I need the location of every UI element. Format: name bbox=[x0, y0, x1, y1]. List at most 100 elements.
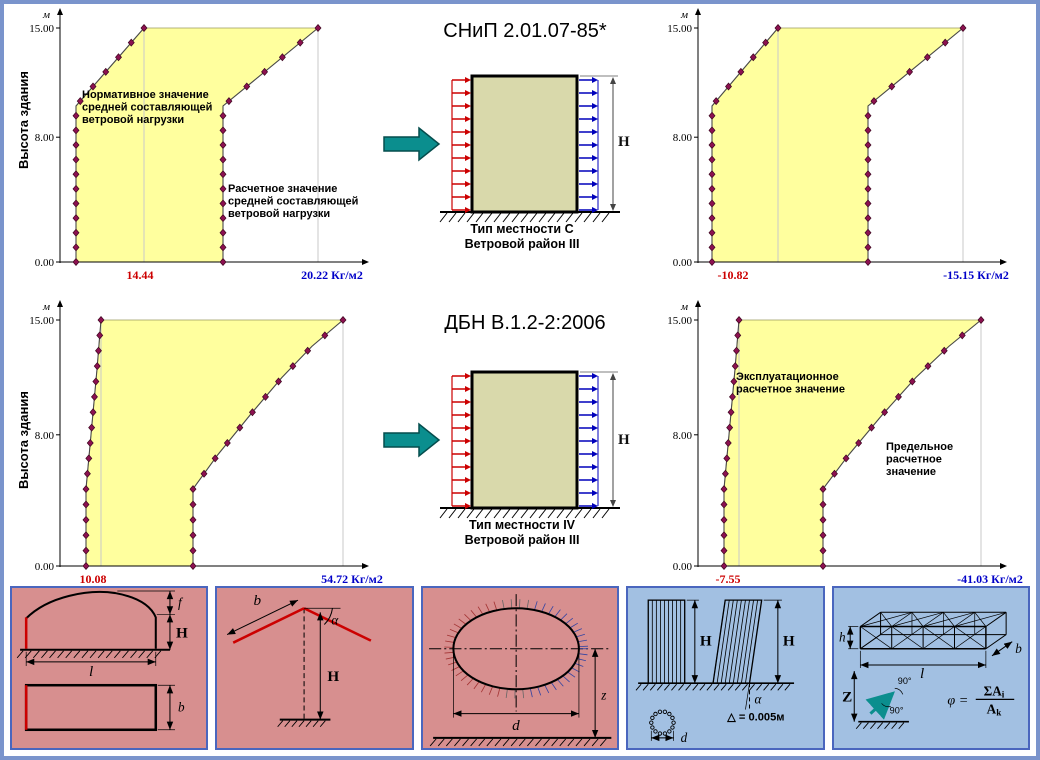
dim-H2-label: H bbox=[783, 633, 795, 650]
data-marker bbox=[278, 53, 286, 62]
data-marker bbox=[855, 438, 863, 448]
upper-dimensions: f H l bbox=[25, 590, 188, 680]
data-marker bbox=[864, 140, 872, 150]
data-marker bbox=[864, 214, 872, 223]
data-marker bbox=[189, 531, 197, 540]
den-sub: k bbox=[996, 708, 1002, 718]
code-title-snip: СНиП 2.01.07-85* bbox=[443, 20, 607, 42]
dim-l-label: l bbox=[89, 663, 93, 680]
flow-arrow-shape bbox=[383, 126, 441, 162]
height-dimension bbox=[580, 371, 618, 507]
value-red: -10.82 bbox=[718, 268, 749, 282]
data-marker bbox=[189, 546, 197, 555]
data-marker bbox=[906, 67, 914, 76]
dim-H1-label: H bbox=[700, 633, 712, 650]
data-marker bbox=[977, 315, 985, 325]
wind-arrows-windward bbox=[451, 77, 471, 213]
data-marker bbox=[236, 423, 244, 432]
data-marker bbox=[708, 155, 716, 164]
tick-label: 15.00 bbox=[29, 23, 54, 35]
wind-load-area bbox=[711, 27, 965, 263]
x-axis-arrow bbox=[362, 563, 369, 569]
dim-H-label: H bbox=[328, 668, 340, 685]
annotation-line: Предельное bbox=[886, 441, 953, 453]
unit-label: м bbox=[42, 9, 50, 21]
data-marker bbox=[731, 362, 739, 371]
chart-snip-leeward: 15.008.000.00м-10.82-15.15 Кг/м2 bbox=[667, 8, 1009, 282]
y-axis-arrow bbox=[695, 8, 701, 15]
flow-arrow-snip bbox=[383, 126, 441, 162]
data-marker bbox=[72, 214, 80, 223]
y-axis-title-top: Высота здания bbox=[16, 71, 31, 169]
value-blue: -15.15 Кг/м2 bbox=[943, 268, 1009, 282]
height-dim-label-dbn: Н bbox=[618, 432, 630, 448]
phi-label: φ = bbox=[947, 692, 968, 708]
data-marker bbox=[762, 38, 770, 47]
data-marker bbox=[219, 155, 227, 164]
data-marker bbox=[82, 561, 90, 571]
data-marker bbox=[819, 500, 827, 509]
data-marker bbox=[219, 170, 227, 179]
data-marker bbox=[708, 184, 716, 193]
alpha-arc bbox=[324, 608, 334, 625]
building-body bbox=[470, 74, 579, 214]
deg2-label: 90° bbox=[889, 706, 903, 716]
data-marker bbox=[82, 500, 90, 509]
arched-building-outline bbox=[16, 590, 170, 659]
panel-circular-svg: d z bbox=[428, 594, 612, 747]
data-marker bbox=[894, 392, 902, 401]
data-marker bbox=[243, 82, 251, 91]
dotted-circle-plan bbox=[649, 709, 676, 736]
data-marker bbox=[727, 408, 735, 417]
data-marker bbox=[82, 531, 90, 540]
building-body bbox=[470, 370, 579, 510]
delta-label: △ = 0.005м bbox=[726, 712, 784, 724]
data-marker bbox=[72, 243, 80, 252]
dim-d-label: d bbox=[681, 730, 688, 745]
x-axis-arrow bbox=[362, 259, 369, 265]
data-marker bbox=[72, 111, 80, 120]
annotation-line: ветровой нагрузки bbox=[228, 208, 330, 220]
data-marker bbox=[819, 546, 827, 555]
rect-building-outline: b bbox=[24, 683, 185, 732]
wall-leaning bbox=[712, 599, 763, 684]
data-marker bbox=[842, 454, 850, 463]
space-frame-lattice bbox=[859, 611, 1007, 650]
data-marker bbox=[941, 38, 949, 47]
data-marker bbox=[72, 140, 80, 150]
data-marker bbox=[870, 97, 878, 106]
data-marker bbox=[219, 243, 227, 252]
cylinder-plan bbox=[452, 607, 580, 691]
dim-h-label: h bbox=[839, 630, 846, 645]
panel-gable-roof: b α H bbox=[215, 586, 414, 750]
value-red: -7.55 bbox=[716, 572, 741, 586]
data-marker bbox=[82, 515, 90, 524]
data-marker bbox=[819, 561, 827, 571]
value-blue: 20.22 Кг/м2 bbox=[301, 268, 363, 282]
y-axis-title-middle: Высота здания bbox=[16, 391, 31, 489]
data-marker bbox=[881, 408, 889, 417]
data-marker bbox=[200, 469, 208, 478]
data-marker bbox=[734, 331, 742, 340]
tick-label: 8.00 bbox=[35, 132, 55, 144]
dim-f-label: f bbox=[178, 595, 184, 610]
data-marker bbox=[723, 454, 731, 463]
wall-straight-lines bbox=[652, 600, 682, 684]
data-marker bbox=[819, 531, 827, 540]
data-marker bbox=[729, 392, 736, 401]
data-marker bbox=[959, 23, 967, 33]
data-marker bbox=[864, 126, 872, 135]
wind-region-snip: Ветровой район III bbox=[464, 237, 580, 251]
data-marker bbox=[88, 423, 96, 432]
data-marker bbox=[321, 331, 329, 340]
data-marker bbox=[189, 500, 197, 509]
data-marker bbox=[219, 228, 227, 237]
data-marker bbox=[712, 97, 720, 106]
dim-Z-label: Z bbox=[842, 688, 852, 705]
data-marker bbox=[864, 184, 872, 193]
wind-arrows-windward bbox=[451, 373, 471, 509]
panel-circular-plan: d z bbox=[420, 586, 620, 750]
panel-gable-svg: b α H bbox=[227, 592, 372, 728]
data-marker bbox=[708, 257, 716, 267]
data-marker bbox=[72, 199, 80, 208]
